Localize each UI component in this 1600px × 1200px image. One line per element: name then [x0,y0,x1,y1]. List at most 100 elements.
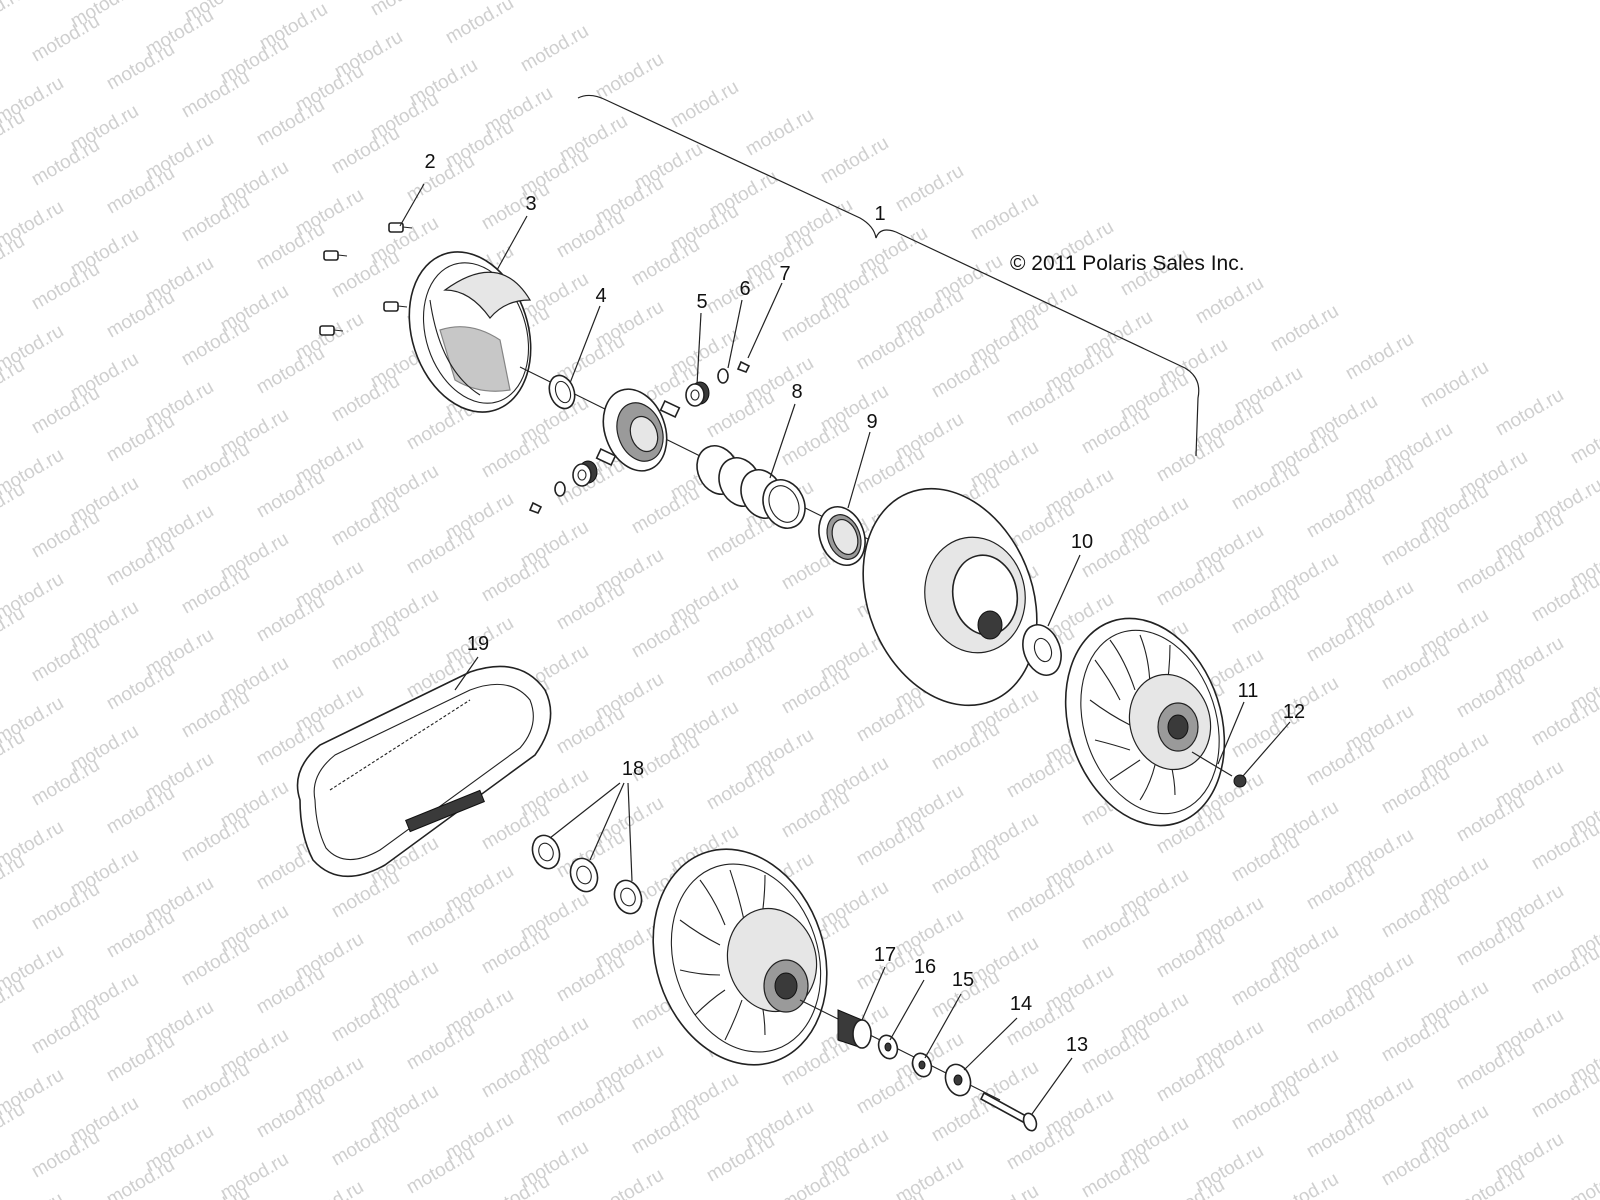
watermark-text: motod.ru [967,1181,1042,1200]
assembly-bracket [577,94,1200,457]
watermark-text: motod.ru [178,563,253,619]
callout-2: 2 [424,151,435,173]
watermark-text: motod.ru [253,95,328,151]
watermark-text: motod.ru [328,495,403,551]
washer-part [911,1052,933,1078]
watermark-text: motod.ru [1453,1163,1528,1200]
washer-part [944,1063,972,1097]
watermark-text: motod.ru [628,607,703,663]
leader-lines [399,183,1291,1115]
watermark-text: motod.ru [1003,375,1078,431]
watermark-text: motod.ru [853,691,928,747]
watermark-text: motod.ru [1528,695,1600,751]
watermark-text: motod.ru [1567,1157,1600,1200]
watermark-text: motod.ru [742,105,817,161]
watermark-text: motod.ru [778,291,853,347]
watermark-text: motod.ru [253,1087,328,1143]
callout-1: 1 [874,203,885,225]
watermark-text: motod.ru [1267,301,1342,357]
watermark-text: motod.ru [253,219,328,275]
callout-15: 15 [952,969,974,991]
watermark-text: motod.ru [103,535,178,591]
watermark-text: motod.ru [328,1115,403,1171]
watermark-text: motod.ru [28,11,103,67]
watermark-text: motod.ru [1492,385,1567,441]
snap-ring-part [548,374,576,410]
watermark-text: motod.ru [1078,403,1153,459]
watermark-text: motod.ru [178,1059,253,1115]
watermark-text: motod.ru [292,1177,367,1200]
clutch-cover-part [408,251,532,413]
watermark-text: motod.ru [1153,927,1228,983]
watermark-text: motod.ru [928,719,1003,775]
watermark-text: motod.ru [28,1127,103,1183]
watermark-text: motod.ru [28,135,103,191]
watermark-text: motod.ru [628,235,703,291]
watermark-text: motod.ru [1228,583,1303,639]
watermark-text: motod.ru [178,315,253,371]
watermark-text: motod.ru [103,411,178,467]
watermark-text: motod.ru [1192,273,1267,329]
watermark-text: motod.ru [28,1003,103,1059]
washer-part [877,1034,899,1060]
watermark-text: motod.ru [703,635,778,691]
watermark-text: motod.ru [553,207,628,263]
watermark-text: motod.ru [1378,887,1453,943]
callout-12: 12 [1283,701,1305,723]
fixed-sheave-part [1064,617,1226,827]
callout-6: 6 [739,278,750,300]
watermark-text: motod.ru [328,123,403,179]
watermark-text: motod.ru [1228,1079,1303,1135]
watermark-text: motod.ru [1003,1119,1078,1175]
watermark-text: motod.ru [442,0,517,48]
callout-14: 14 [1010,993,1032,1015]
watermark-text: motod.ru [1003,871,1078,927]
watermark-text: motod.ru [103,163,178,219]
watermark-text: motod.ru [403,1019,478,1075]
watermark-text: motod.ru [1453,543,1528,599]
watermark-text: motod.ru [628,483,703,539]
callout-16: 16 [914,956,936,978]
watermark-text: motod.ru [1378,639,1453,695]
callout-labels: 1 2 3 4 5 6 7 8 9 10 11 12 13 14 15 16 1… [424,151,1305,1056]
watermark-text: motod.ru [103,1031,178,1087]
watermark-text: motod.ru [1453,667,1528,723]
watermark-text: motod.ru [517,21,592,77]
watermark-text: motod.ru [103,39,178,95]
watermark-text: motod.ru [1567,413,1600,469]
callout-4: 4 [595,285,606,307]
watermark-text: motod.ru [103,1155,178,1200]
screw-part [388,222,413,233]
callout-3: 3 [525,193,536,215]
callout-18: 18 [622,758,644,780]
watermark-text: motod.ru [703,387,778,443]
watermark-text: motod.ru [1528,1067,1600,1123]
watermark-text: motod.ru [853,319,928,375]
nut-part [1233,774,1247,788]
watermark-text: motod.ru [478,551,553,607]
watermark-text: motod.ru [1078,1147,1153,1200]
watermark-text: motod.ru [703,759,778,815]
watermark-text: motod.ru [1228,955,1303,1011]
watermark-text: motod.ru [178,1183,253,1200]
watermark-text: motod.ru [178,191,253,247]
watermark-text: motod.ru [1153,555,1228,611]
watermark-text: motod.ru [1303,859,1378,915]
spring-part [696,445,806,529]
watermark-text: motod.ru [403,895,478,951]
callout-9: 9 [866,411,877,433]
callout-17: 17 [874,944,896,966]
bolt-part [979,1091,1038,1132]
watermark-text: motod.ru [1342,329,1417,385]
watermark-text: motod.ru [703,1131,778,1187]
callout-11: 11 [1238,680,1259,702]
watermark-text: motod.ru [28,383,103,439]
watermark-text: motod.ru [1453,915,1528,971]
watermark-text: motod.ru [1078,899,1153,955]
watermark-text: motod.ru [253,963,328,1019]
watermark-text: motod.ru [328,619,403,675]
clip-part [528,360,751,515]
watermark-text: motod.ru [928,843,1003,899]
watermark-text: motod.ru [778,1159,853,1200]
